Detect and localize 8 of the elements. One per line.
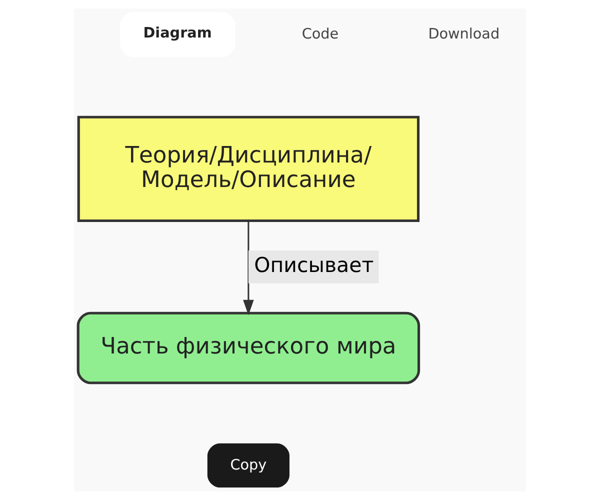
arrow <box>242 221 254 316</box>
label: Diagram <box>142 25 212 42</box>
label: Code <box>301 26 338 42</box>
label: Copy <box>230 457 266 474</box>
node-box: Часть физического мира <box>76 312 420 384</box>
edge-label: Описывает <box>254 253 374 278</box>
node-box: Теория/Дисциплина/ Модель/Описание <box>76 116 420 222</box>
label: Download <box>428 26 500 42</box>
